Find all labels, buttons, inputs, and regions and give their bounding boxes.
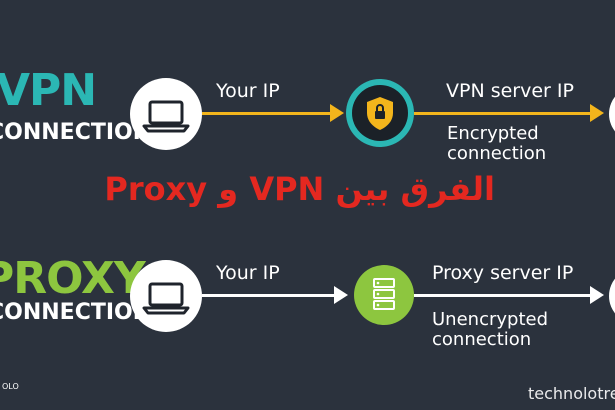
proxy-your-ip-label: Your IP [216,262,280,284]
vpn-connection-line-2 [414,112,594,115]
vpn-server-node [346,79,414,147]
corner-logo-text: OLO [2,382,19,391]
server-icon [373,278,395,310]
proxy-server-node [354,265,414,325]
vpn-encryption-label: Encrypted connection [447,123,547,164]
vpn-destination-node [609,86,615,142]
proxy-computer-node [130,260,202,332]
laptop-icon [142,100,190,133]
vpn-arrowhead-1 [330,104,344,122]
vpn-subtitle: CONNECTION [0,120,152,145]
proxy-arrowhead-1 [334,286,348,304]
proxy-subtitle: CONNECTION [0,300,152,325]
vpn-computer-node [130,78,202,150]
proxy-destination-node [609,268,615,324]
vpn-your-ip-label: Your IP [216,80,280,102]
vpn-connection-line [202,112,337,115]
proxy-arrowhead-2 [590,286,604,304]
caption-title: الفرق بين VPN و Proxy [104,170,495,208]
vpn-arrowhead-2 [590,104,604,122]
vpn-title: VPN [0,65,97,116]
watermark: technolotre [528,384,615,403]
proxy-title: PROXY [0,253,146,304]
shield-icon [367,97,393,130]
proxy-server-ip-label: Proxy server IP [432,262,574,284]
vpn-server-ip-label: VPN server IP [446,80,574,102]
laptop-icon [142,282,190,315]
proxy-connection-line-2 [414,294,594,297]
proxy-connection-line [202,294,337,297]
proxy-encryption-label: Unencrypted connection [432,309,548,350]
